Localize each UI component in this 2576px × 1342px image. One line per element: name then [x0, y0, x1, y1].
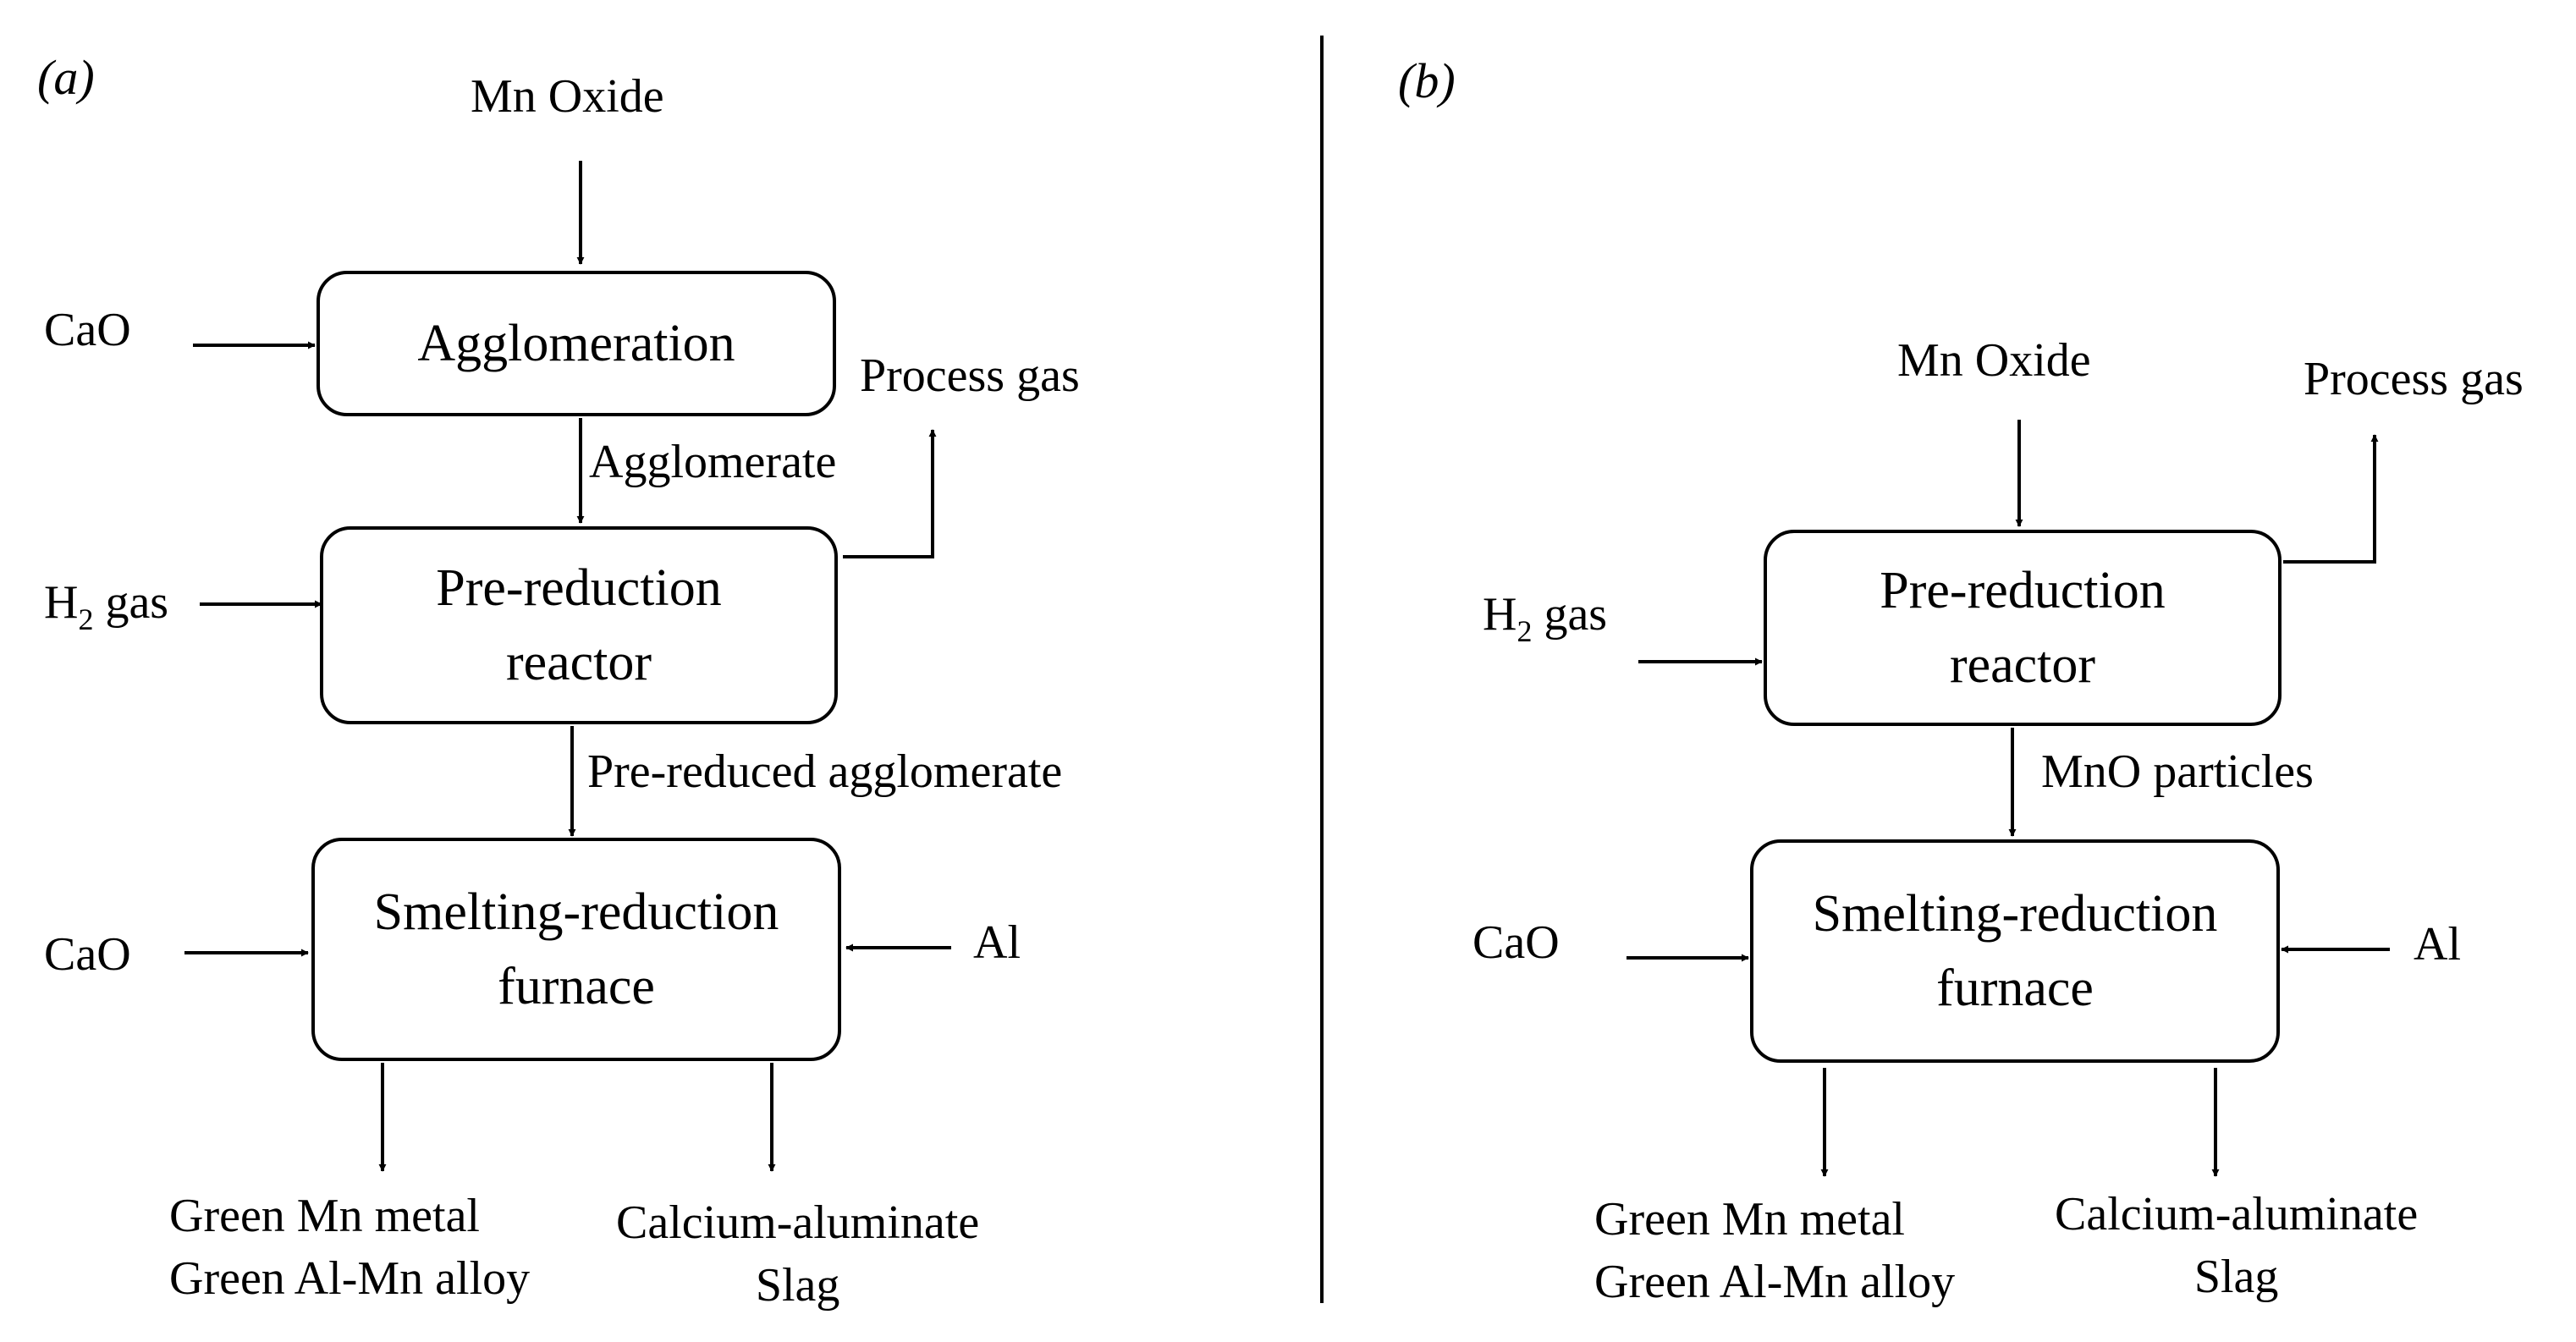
prereduction-label-line2-a: reactor [505, 634, 652, 691]
h2-gas-input-b: H2 gas [1483, 587, 1608, 646]
h2-subscript-b: 2 [1516, 614, 1533, 648]
mn-oxide-input-a: Mn Oxide [471, 70, 664, 123]
agglomeration-box: Agglomeration [316, 271, 836, 416]
slag-output-a: Calcium-aluminate Slag [616, 1191, 979, 1317]
agglomeration-label: Agglomeration [417, 315, 735, 372]
metal-output-a: Green Mn metal Green Al-Mn alloy [169, 1185, 530, 1310]
metal-output-line2-b: Green Al-Mn alloy [1594, 1256, 1956, 1308]
prereduction-label-line1-a: Pre-reduction [436, 559, 722, 617]
panel-a-label: (a) [37, 50, 95, 105]
mno-particles-stream-label: MnO particles [2041, 745, 2314, 798]
cao-input-smelting-a: CaO [44, 928, 131, 981]
h2-subscript-a: 2 [78, 602, 94, 636]
slag-output-line1-a: Calcium-aluminate [616, 1196, 980, 1249]
smelting-label-line2-a: furnace [498, 958, 655, 1015]
arrow-process-gas-a [843, 429, 937, 558]
slag-output-b: Calcium-aluminate Slag [2055, 1183, 2418, 1308]
prereduction-reactor-box-b: Pre-reduction reactor [1764, 530, 2282, 726]
smelting-furnace-box-b: Smelting-reduction furnace [1750, 839, 2280, 1063]
metal-output-line1-a: Green Mn metal [169, 1190, 480, 1242]
cao-input-smelting-b: CaO [1472, 916, 1560, 969]
al-input-smelting-b: Al [2414, 918, 2461, 971]
process-gas-output-b: Process gas [2304, 353, 2524, 405]
prereduction-reactor-box-a: Pre-reduction reactor [320, 526, 838, 724]
h2-symbol-b: H [1483, 588, 1517, 641]
panel-b-label: (b) [1398, 53, 1456, 108]
slag-output-line1-b: Calcium-aluminate [2055, 1188, 2419, 1240]
h2-gas-input-a: H2 gas [44, 575, 169, 635]
smelting-label-line1-b: Smelting-reduction [1812, 885, 2218, 943]
metal-output-b: Green Mn metal Green Al-Mn alloy [1594, 1188, 1955, 1313]
arrow-process-gas-b [2283, 434, 2379, 564]
cao-input-agglomeration: CaO [44, 304, 131, 356]
h2-symbol-a: H [44, 576, 79, 629]
smelting-furnace-box-a: Smelting-reduction furnace [311, 838, 841, 1061]
al-input-smelting-a: Al [973, 916, 1021, 969]
prereduction-label-line2-b: reactor [1949, 636, 2096, 694]
agglomerate-stream-label: Agglomerate [589, 436, 837, 488]
prereduced-agglomerate-stream-label: Pre-reduced agglomerate [587, 745, 1063, 798]
metal-output-line1-b: Green Mn metal [1594, 1193, 1905, 1246]
mn-oxide-input-b: Mn Oxide [1897, 334, 2091, 387]
slag-output-line2-a: Slag [755, 1259, 840, 1312]
slag-output-line2-b: Slag [2193, 1251, 2279, 1303]
smelting-label-line1-a: Smelting-reduction [373, 883, 779, 941]
smelting-label-line2-b: furnace [1936, 960, 2094, 1017]
metal-output-line2-a: Green Al-Mn alloy [169, 1252, 531, 1305]
h2-gas-word-b: gas [1532, 588, 1608, 641]
prereduction-label-line1-b: Pre-reduction [1880, 562, 2166, 619]
process-gas-output-a: Process gas [860, 349, 1080, 402]
h2-gas-word-a: gas [93, 576, 169, 629]
